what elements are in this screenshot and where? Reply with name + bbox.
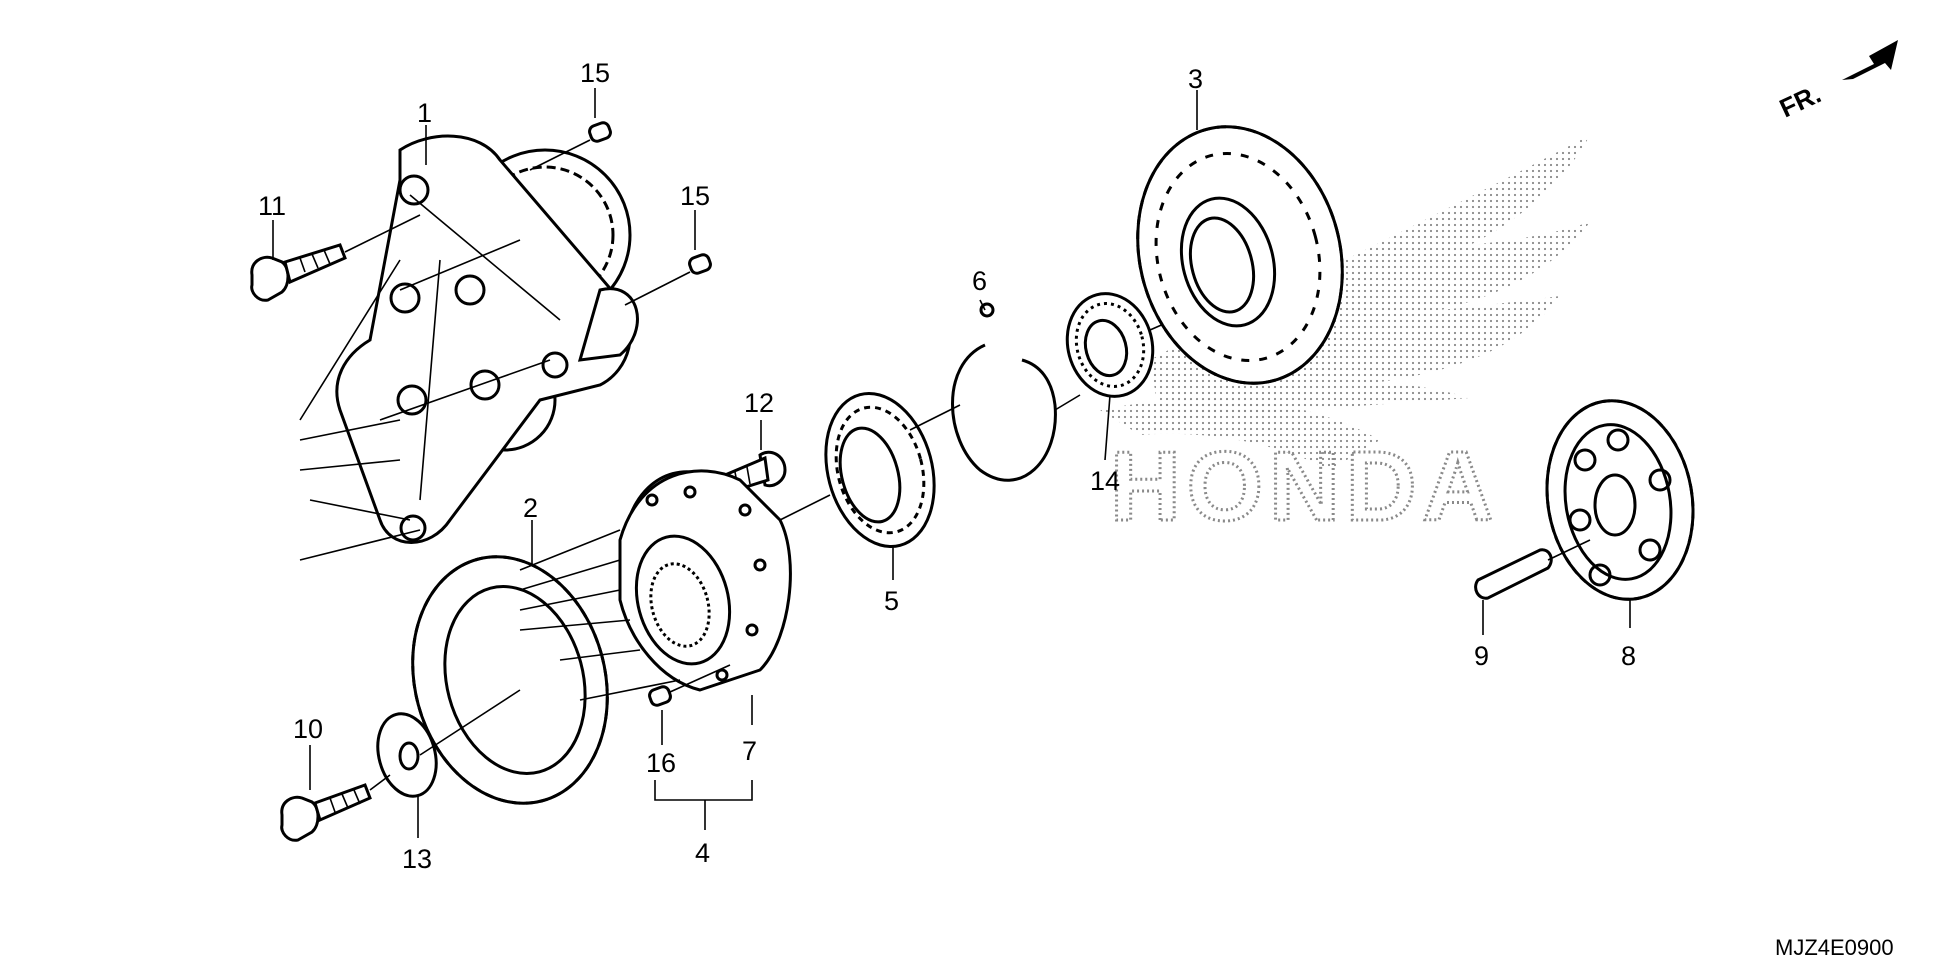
callout-15-upper: 15 [580,58,610,88]
callout-2: 2 [523,493,538,523]
front-arrow-icon [1842,40,1898,80]
front-direction-indicator: FR. [1775,40,1898,123]
part-dowel-pin-upper [529,121,612,171]
part-one-way-clutch [779,391,961,549]
callout-7: 7 [742,736,757,766]
part-snap-ring [951,302,1081,482]
callout-5: 5 [884,586,899,616]
callout-leader-lines [272,88,1631,838]
callout-13: 13 [402,844,432,874]
callout-4: 4 [695,838,710,868]
drawing-code: MJZ4E0900 [1775,935,1894,960]
part-flange-bolt-lower [280,689,521,842]
part-dowel-pin-middle [624,253,712,306]
callout-1: 1 [417,98,432,128]
part-needle-bearing [1065,292,1231,398]
callout-8: 8 [1621,641,1636,671]
callout-10: 10 [293,714,323,744]
part-starter-driven-gear [1136,125,1344,385]
callout-6: 6 [972,266,987,296]
part-dowel-pin-lower [648,664,731,707]
callout-12: 12 [744,388,774,418]
callout-11: 11 [258,191,286,221]
callout-3: 3 [1188,64,1203,94]
callout-16: 16 [646,748,676,778]
part-idle-gear-shaft [1474,539,1591,600]
part-idle-gear [1545,399,1695,601]
callout-14: 14 [1090,466,1120,496]
callout-9: 9 [1474,641,1489,671]
part-outer-clutch [519,469,792,701]
part-flange-bolt-upper [250,214,421,302]
callout-15-middle: 15 [680,181,710,211]
watermark-text: HONDA [1110,431,1499,541]
part-oil-pump-assembly [299,134,639,561]
front-label: FR. [1775,79,1826,124]
